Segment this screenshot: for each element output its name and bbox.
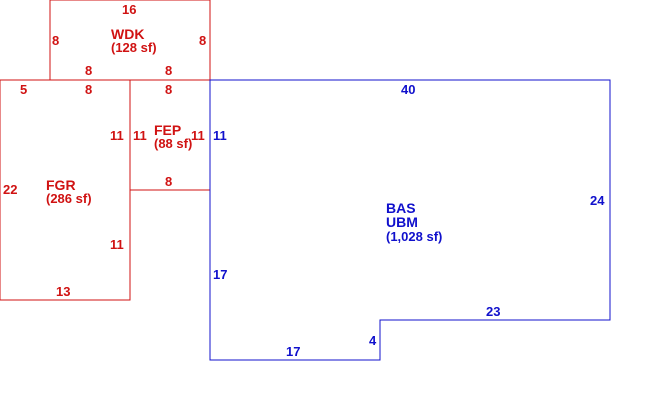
fgr-inner-lower-dimension: 11 <box>110 237 124 252</box>
fgr-area: FGR (286 sf) 5 8 22 11 11 13 <box>0 79 131 301</box>
bas-step-vertical-dimension: 4 <box>369 333 377 348</box>
fgr-top-mid-dimension: 8 <box>85 82 92 97</box>
bas-sub-code-label: UBM <box>386 214 418 230</box>
fep-code-label: FEP <box>154 122 181 138</box>
bas-right-dimension: 24 <box>590 193 605 208</box>
bas-left-upper-dimension: 11 <box>213 128 227 143</box>
wdk-area-label: (128 sf) <box>111 40 157 55</box>
wdk-right-dimension: 8 <box>199 33 206 48</box>
fep-right-dimension: 11 <box>191 128 205 143</box>
fep-left-dimension: 11 <box>133 128 147 143</box>
wdk-bottom-left-dimension: 8 <box>85 63 92 78</box>
wdk-top-dimension: 16 <box>122 2 136 17</box>
fep-bottom-dimension: 8 <box>165 174 172 189</box>
bas-code-label: BAS <box>386 200 416 216</box>
fgr-top-left-dimension: 5 <box>20 82 27 97</box>
wdk-area: WDK (128 sf) 16 8 8 8 8 <box>49 0 211 81</box>
fgr-left-dimension: 22 <box>3 182 17 197</box>
fep-area-label: (88 sf) <box>154 136 192 151</box>
bas-area-label: (1,028 sf) <box>386 229 442 244</box>
bas-outline <box>209 79 611 361</box>
bas-step-horizontal-dimension: 23 <box>486 304 500 319</box>
fgr-inner-upper-dimension: 11 <box>110 128 124 143</box>
fep-top-dimension: 8 <box>165 82 172 97</box>
bas-area: BAS UBM (1,028 sf) 40 11 17 24 23 4 17 <box>209 79 611 361</box>
fep-area: FEP (88 sf) 8 11 11 8 <box>129 79 211 191</box>
wdk-bottom-right-dimension: 8 <box>165 63 172 78</box>
fgr-area-label: (286 sf) <box>46 191 92 206</box>
fgr-bottom-dimension: 13 <box>56 284 70 299</box>
wdk-left-dimension: 8 <box>52 33 59 48</box>
bas-bottom-dimension: 17 <box>286 344 300 359</box>
wdk-code-label: WDK <box>111 26 144 42</box>
bas-left-lower-dimension: 17 <box>213 267 227 282</box>
bas-top-dimension: 40 <box>401 82 415 97</box>
fgr-code-label: FGR <box>46 177 76 193</box>
